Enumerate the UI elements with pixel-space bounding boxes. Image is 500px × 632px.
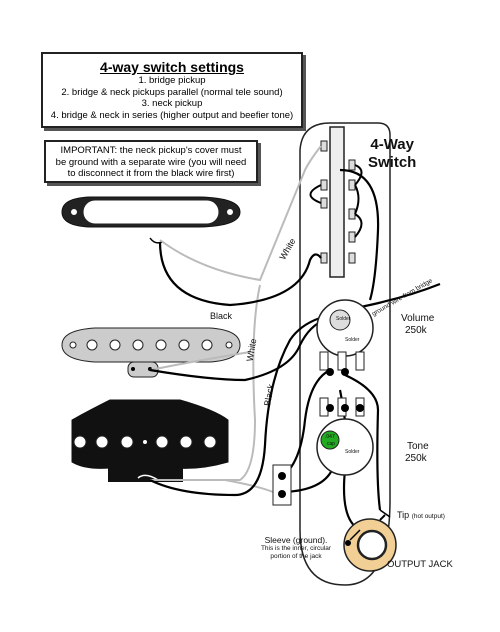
- important-line-2: be ground with a separate wire (you will…: [55, 156, 247, 168]
- volume-pot: [316, 299, 374, 376]
- important-line-3: to disconnect it from the black wire fir…: [67, 168, 235, 179]
- output-jack-title: OUTPUT JACK: [387, 559, 453, 570]
- capacitor-value: .047: [325, 434, 335, 440]
- ground-terminal: [272, 464, 292, 506]
- bridge-pickup: [71, 399, 229, 482]
- capacitor-label: cap: [327, 441, 336, 447]
- setting-2: 2. bridge & neck pickups parallel (norma…: [61, 86, 283, 98]
- tone-value: 250k: [405, 453, 427, 464]
- volume-label: Volume: [401, 313, 435, 324]
- setting-4: 4. bridge & neck in series (higher outpu…: [50, 109, 294, 121]
- sleeve-line-3: portion of the jack: [270, 553, 322, 560]
- setting-1: 1. bridge pickup: [138, 75, 206, 86]
- jack-tip-label: Tip (hot output): [397, 510, 445, 520]
- important-line-1: IMPORTANT: the neck pickup's cover must: [60, 145, 242, 156]
- tone-label: Tone: [407, 441, 429, 452]
- important-note: IMPORTANT: the neck pickup's cover must …: [44, 140, 258, 183]
- white-wires: [149, 145, 322, 501]
- tone-solder: Solder: [345, 449, 360, 455]
- middle-pickup: [61, 327, 241, 378]
- tone-capacitor: [320, 430, 340, 450]
- setting-3: 3. neck pickup: [141, 98, 203, 109]
- volume-solder-top: Solder: [336, 316, 351, 322]
- jack-tip: Tip: [397, 510, 410, 520]
- output-jack: [343, 514, 397, 572]
- sleeve-line-2: This is the inner, circular: [260, 545, 332, 552]
- volume-solder-bottom: Solder: [345, 337, 360, 343]
- jack-tip-note: (hot output): [411, 513, 445, 520]
- switch-title: 4-Way Switch: [368, 136, 416, 172]
- four-way-switch: [309, 126, 363, 278]
- sleeve-line-1: Sleeve (ground).: [264, 535, 328, 545]
- switch-title-line-1: 4-Way: [370, 136, 414, 153]
- neck-pickup: [61, 196, 241, 244]
- volume-value: 250k: [405, 325, 427, 336]
- switch-settings-box: 4-way switch settings 1. bridge pickup 2…: [41, 52, 303, 128]
- jack-sleeve-label: Sleeve (ground). This is the inner, circ…: [246, 535, 346, 561]
- tone-pot: [316, 397, 374, 476]
- switch-title-line-2: Switch: [368, 154, 417, 171]
- black-wire-label-horizontal: Black: [210, 311, 233, 321]
- settings-title: 4-way switch settings: [100, 59, 244, 75]
